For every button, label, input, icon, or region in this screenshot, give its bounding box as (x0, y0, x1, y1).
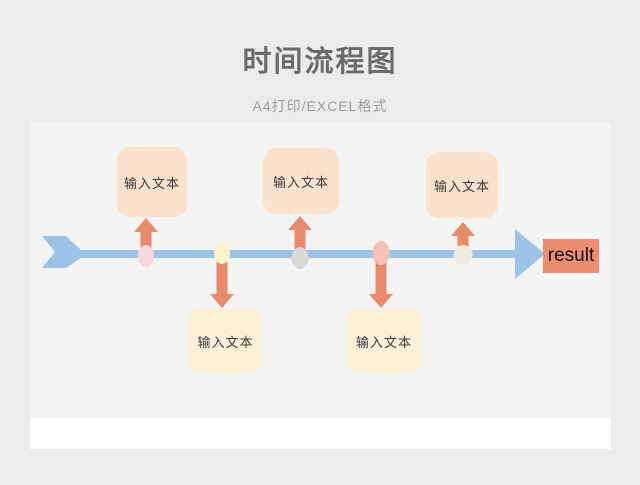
page-subtitle: A4打印/EXCEL格式 (252, 98, 388, 114)
milestone-dot (372, 241, 390, 265)
milestone-dot (453, 245, 473, 265)
up-arrow-icon (134, 218, 158, 256)
diagram-card[interactable]: 输入文本 输入文本 输入文本 输入文本 输入文本 result (30, 122, 611, 449)
result-label: result (547, 245, 595, 266)
timeline-node-box: 输入文本 (263, 148, 339, 214)
node-label: 输入文本 (123, 175, 180, 191)
node-label: 输入文本 (272, 174, 329, 190)
milestone-dot (214, 242, 230, 264)
result-box: result (543, 239, 599, 273)
page-title: 时间流程图 (242, 46, 398, 78)
header: 时间流程图 A4打印/EXCEL格式 (0, 0, 640, 116)
node-label: 输入文本 (355, 334, 412, 350)
timeline-graphics (42, 216, 545, 308)
down-arrow-icon (210, 250, 234, 308)
timeline-diagram-canvas: 输入文本 输入文本 输入文本 输入文本 输入文本 result (30, 122, 611, 418)
node-label: 输入文本 (433, 178, 490, 194)
timeline-tail-fletching-icon (42, 236, 81, 268)
timeline-node-box: 输入文本 (345, 309, 423, 373)
up-arrow-icon (288, 216, 312, 258)
timeline-node-box: 输入文本 (188, 309, 263, 373)
timeline-arrowhead-icon (515, 229, 545, 279)
timeline-node-box: 输入文本 (426, 152, 498, 218)
milestone-dot (291, 247, 309, 269)
timeline-node-box: 输入文本 (117, 147, 187, 217)
down-arrow-icon (369, 250, 393, 308)
node-label: 输入文本 (197, 334, 254, 350)
milestone-dot (138, 245, 154, 267)
